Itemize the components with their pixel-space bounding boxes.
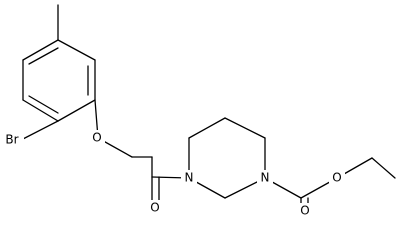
piperazine-left-nitrogen-label: N	[185, 171, 194, 185]
bond	[188, 117, 226, 139]
atom-labels: Br O O N N O O	[0, 130, 345, 219]
ether-oxygen-atom: O	[89, 130, 105, 146]
bond	[20, 120, 59, 141]
ester-oxygen-label: O	[332, 171, 341, 185]
ester-carbonyl-oxygen-label: O	[300, 204, 309, 218]
piperazine-right-nitrogen-atom: N	[257, 170, 273, 186]
chemical-structure: Br O O N N O O	[0, 4, 396, 219]
bromine-label: Br	[5, 133, 18, 147]
bond	[28, 95, 59, 114]
bond	[28, 47, 59, 65]
bond	[57, 99, 96, 122]
bond	[371, 157, 396, 179]
bond	[22, 39, 59, 61]
bond	[224, 117, 266, 139]
ester-oxygen-atom: O	[329, 170, 345, 186]
piperazine-left-nitrogen-atom: N	[181, 170, 197, 186]
bromine-atom: Br	[0, 131, 24, 149]
ester-carbonyl-oxygen-atom: O	[297, 203, 313, 219]
bond	[22, 99, 59, 122]
carbonyl-oxygen-atom: O	[147, 200, 163, 216]
bond-lines	[20, 4, 396, 219]
bond	[57, 39, 96, 61]
ether-oxygen-label: O	[92, 131, 101, 145]
piperazine-right-nitrogen-label: N	[261, 171, 270, 185]
carbonyl-oxygen-label: O	[150, 201, 159, 215]
